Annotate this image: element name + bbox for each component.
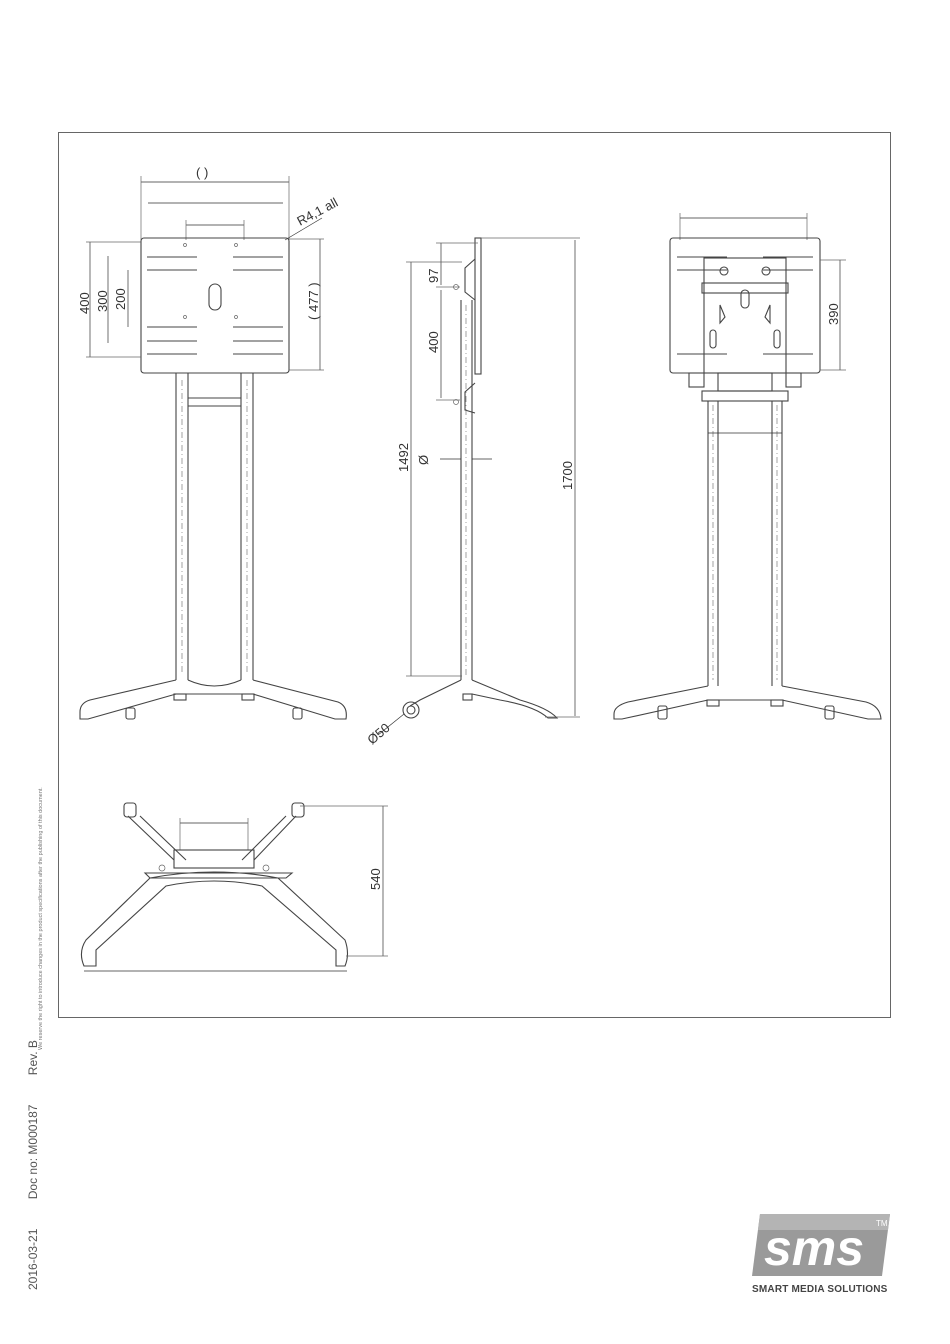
front-dim-200: 200 <box>113 288 128 310</box>
rear-dim-390: 390 <box>826 303 841 325</box>
top-view: 540 <box>81 803 388 971</box>
side-dim-400: 400 <box>426 331 441 353</box>
sms-logo: sms TM <box>748 1210 898 1310</box>
front-dim-300: 300 <box>95 290 110 312</box>
rear-view: 390 <box>614 213 881 719</box>
doc-number: Doc no: M000187 <box>26 1105 40 1200</box>
disclaimer: We reserve the right to introduce change… <box>38 787 44 1050</box>
side-dim-97: 97 <box>426 269 441 283</box>
logo-tm: TM <box>876 1219 888 1228</box>
front-dim-400: 400 <box>77 292 92 314</box>
radius-note: R4,1 all <box>294 195 340 229</box>
logo-text: sms <box>764 1220 864 1276</box>
logo-tagline: SMART MEDIA SOLUTIONS <box>752 1284 888 1295</box>
front-dim-477: ( 477 ) <box>306 282 321 320</box>
side-dim-1700: 1700 <box>560 461 575 490</box>
side-view: 97 400 1492 Ø 1700 Ø50 <box>364 238 580 747</box>
front-width-dim: ( ) <box>196 165 208 180</box>
doc-date: 2016-03-21 <box>26 1229 40 1290</box>
side-dim-diameter: Ø <box>416 455 431 465</box>
doc-meta: 2016-03-21 Doc no: M000187 Rev. B <box>26 1014 40 1290</box>
side-dim-1492: 1492 <box>396 443 411 472</box>
top-dim-540: 540 <box>368 868 383 890</box>
side-dim-wheel: Ø50 <box>364 720 392 747</box>
front-view: ( ) R4,1 all 400 300 200 <box>77 165 346 719</box>
